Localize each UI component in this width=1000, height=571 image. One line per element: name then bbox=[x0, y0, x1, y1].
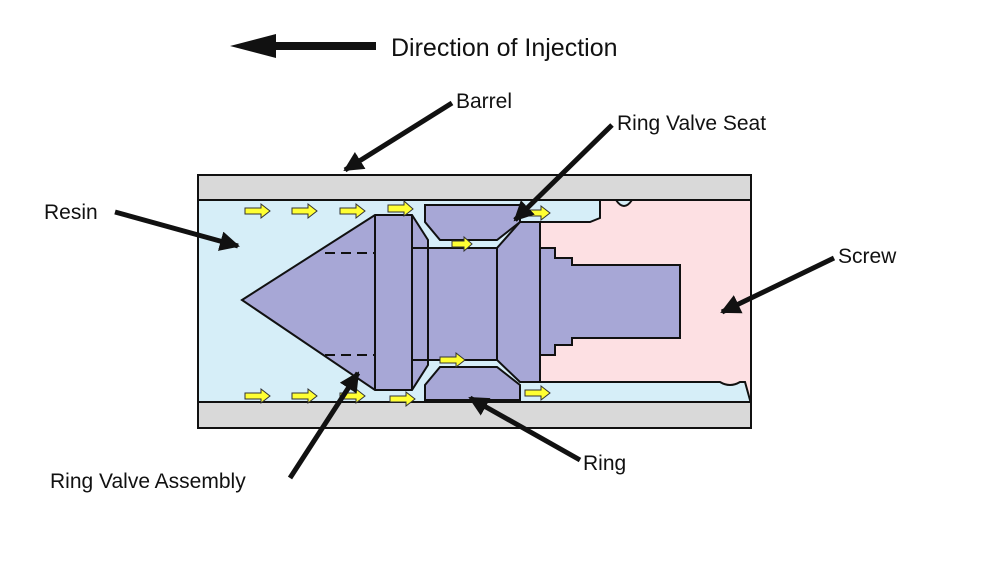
flow-arrow bbox=[244, 387, 271, 405]
flow-arrow bbox=[439, 351, 466, 369]
flow-arrow bbox=[389, 390, 416, 408]
diagram-title: Direction of Injection bbox=[391, 34, 618, 62]
ring bbox=[424, 204, 521, 401]
flow-arrow bbox=[451, 235, 473, 253]
ring-valve-assembly-pointer bbox=[287, 371, 361, 480]
screw-label: Screw bbox=[838, 245, 897, 268]
ring-valve-assembly-label: Ring Valve Assembly bbox=[50, 470, 246, 493]
ring-valve-seat-label: Ring Valve Seat bbox=[617, 112, 766, 135]
ring-label: Ring bbox=[583, 452, 626, 475]
valve-stem bbox=[427, 247, 498, 361]
screw-pointer bbox=[720, 255, 836, 315]
barrel-label: Barrel bbox=[456, 90, 512, 113]
resin-pointer bbox=[114, 209, 240, 251]
flow-arrow bbox=[291, 387, 318, 405]
flow-arrow bbox=[524, 384, 551, 402]
flow-arrow bbox=[244, 202, 271, 220]
flow-arrow bbox=[339, 202, 366, 220]
screw-shank bbox=[539, 247, 681, 356]
flow-arrow bbox=[387, 199, 414, 218]
barrel-top-wall bbox=[197, 174, 752, 201]
barrel-pointer bbox=[343, 100, 454, 173]
ring-pointer bbox=[468, 395, 582, 463]
pointer-arrows bbox=[114, 100, 836, 480]
injection-direction-arrow bbox=[230, 34, 376, 58]
ring-valve-seat-pointer bbox=[513, 123, 614, 222]
resin-label: Resin bbox=[44, 201, 98, 224]
ring-bottom bbox=[424, 366, 521, 401]
barrel-bottom-wall bbox=[197, 401, 752, 429]
ring-valve-assembly bbox=[240, 214, 498, 391]
flow-arrow bbox=[291, 202, 318, 220]
ring-valve-seat bbox=[496, 221, 541, 383]
